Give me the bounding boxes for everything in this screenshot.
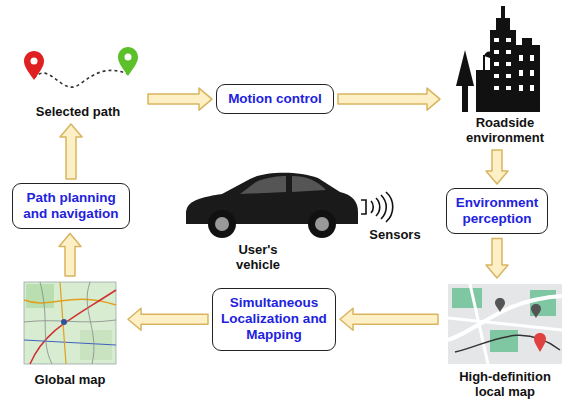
flow-arrow <box>128 308 208 330</box>
caption-text: Roadside environment <box>444 116 566 146</box>
map-figure: High-definition local map <box>442 282 568 400</box>
path-pins <box>24 47 138 87</box>
flow-arrow <box>340 308 438 330</box>
path-figure: Selected path <box>12 50 144 120</box>
caption-text: Selected path <box>34 105 123 120</box>
flow-arrow <box>486 150 508 184</box>
figure-label: Sensors <box>360 228 430 243</box>
box-text: Simultaneous Localization and Mapping <box>218 295 330 344</box>
box-text: Path planning and navigation <box>18 190 124 222</box>
process-box: Motion control <box>216 84 334 114</box>
local-map <box>448 284 562 364</box>
process-box: Simultaneous Localization and Mapping <box>212 288 336 351</box>
buildings <box>456 6 540 112</box>
figure-label: User's vehicle <box>220 243 296 273</box>
building-windows <box>494 38 534 91</box>
box-text: Environment perception <box>452 195 542 227</box>
car <box>186 173 358 238</box>
global-map <box>24 282 116 364</box>
process-box: Environment perception <box>446 188 548 234</box>
map-figure: Global map <box>16 280 124 388</box>
caption-text: Global map <box>33 373 108 388</box>
flow-arrow <box>59 233 81 276</box>
flow-arrow <box>60 124 82 179</box>
sensor-waves <box>361 192 393 222</box>
environment-figure: Roadside environment <box>444 4 566 146</box>
caption-text: High-definition local map <box>442 370 568 400</box>
box-text: Motion control <box>222 91 328 107</box>
flow-arrow <box>148 88 212 110</box>
process-box: Path planning and navigation <box>12 183 130 229</box>
flow-arrow <box>338 88 440 110</box>
flow-arrow <box>486 238 508 278</box>
